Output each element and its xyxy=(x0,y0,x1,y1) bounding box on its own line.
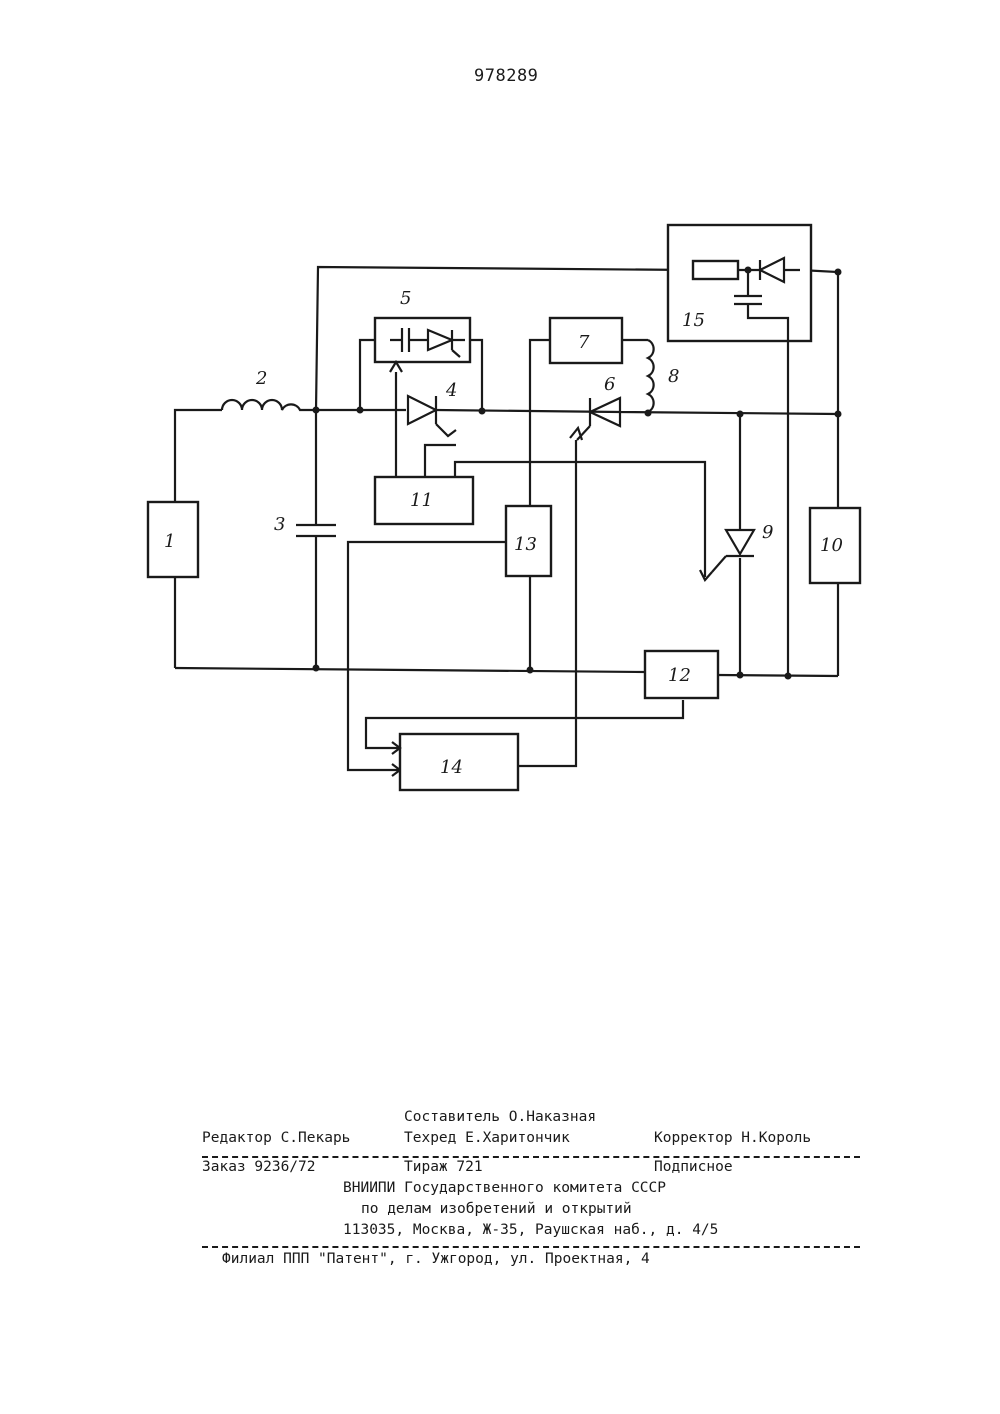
label-10: 10 xyxy=(820,535,843,556)
circuit-diagram: 1 2 3 4 5 6 7 8 9 10 11 12 13 14 15 xyxy=(0,0,1000,1000)
branch-line: Филиал ППП "Патент", г. Ужгород, ул. Про… xyxy=(222,1251,650,1267)
junction-dot xyxy=(835,269,842,276)
junction-dot xyxy=(479,408,486,415)
composer-line: Составитель О.Наказная xyxy=(404,1109,596,1125)
label-6: 6 xyxy=(604,374,615,395)
junction-dot xyxy=(527,667,534,674)
label-2: 2 xyxy=(255,368,267,389)
divider xyxy=(202,1246,860,1248)
thyristor-9 xyxy=(712,530,754,572)
label-4: 4 xyxy=(445,380,457,401)
inductor-2 xyxy=(222,400,360,410)
thyristor-6 xyxy=(577,398,620,440)
corrector-line: Корректор Н.Король xyxy=(654,1130,811,1146)
editor-line: Редактор С.Пекарь xyxy=(202,1130,350,1146)
subscription-line: Подписное xyxy=(654,1159,733,1175)
label-7: 7 xyxy=(578,332,590,353)
label-8: 8 xyxy=(668,366,679,387)
order-line: Заказ 9236/72 xyxy=(202,1159,316,1175)
junction-dot xyxy=(835,411,842,418)
capacitor-3 xyxy=(296,410,336,668)
label-3: 3 xyxy=(274,514,285,535)
junction-dot xyxy=(645,410,652,417)
circulation-line: Тираж 721 xyxy=(404,1159,483,1175)
junction-dot xyxy=(785,673,792,680)
label-15: 15 xyxy=(682,310,705,331)
inductor-8 xyxy=(648,340,654,414)
label-12: 12 xyxy=(668,665,691,686)
thyristor-4 xyxy=(408,396,456,436)
label-13: 13 xyxy=(514,534,537,555)
address-line: 113035, Москва, Ж-35, Раушская наб., д. … xyxy=(343,1222,718,1238)
junction-dot xyxy=(737,672,744,679)
divider xyxy=(202,1156,860,1158)
label-14: 14 xyxy=(440,757,463,778)
org-line-2: по делам изобретений и открытий xyxy=(361,1201,632,1217)
techred-line: Техред Е.Харитончик xyxy=(404,1130,570,1146)
junction-dot xyxy=(313,665,320,672)
junction-dot xyxy=(737,411,744,418)
junction-dot xyxy=(313,407,320,414)
junction-dot xyxy=(745,267,752,274)
label-1: 1 xyxy=(164,531,175,552)
label-9: 9 xyxy=(762,522,773,543)
label-11: 11 xyxy=(410,490,433,511)
junction-dot xyxy=(357,407,364,414)
label-5: 5 xyxy=(400,288,411,309)
org-line-1: ВНИИПИ Государственного комитета СССР xyxy=(343,1180,666,1196)
resistor-15 xyxy=(693,261,738,279)
